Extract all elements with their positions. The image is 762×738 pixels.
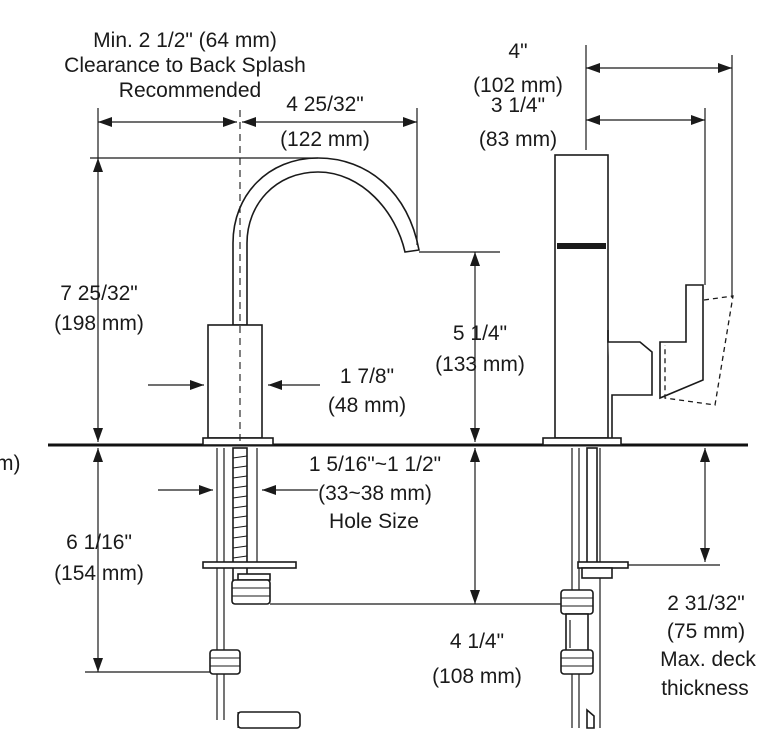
washer <box>237 573 271 581</box>
front-view-faucet <box>90 110 500 446</box>
side-supply-nut <box>560 649 594 675</box>
base-diameter-imperial: 1 7/8" <box>340 365 394 388</box>
handle-mount <box>607 330 653 438</box>
below-deck-imperial: 6 1/16" <box>66 531 132 554</box>
handle-lever <box>659 284 704 400</box>
spout-reach-imperial: 4 25/32" <box>286 93 364 116</box>
deck-thickness-metric: (75 mm) <box>667 620 745 643</box>
shank-length-metric: (108 mm) <box>432 665 522 688</box>
shank-length-imperial: 4 1/4" <box>450 630 504 653</box>
handle-depth-imperial: 3 1/4" <box>491 94 545 117</box>
mounting-nut <box>231 579 271 605</box>
clearance-label-line3: Recommended <box>119 79 261 102</box>
spout-height-metric: (133 mm) <box>435 353 525 376</box>
faucet-body <box>207 324 263 439</box>
handle-swing-imperial: 4" <box>508 40 527 63</box>
spout <box>232 157 420 326</box>
side-base-flange <box>542 437 622 446</box>
side-view-shank <box>560 447 629 729</box>
deck-thickness-line3: Max. deck <box>660 648 756 671</box>
mounting-plate <box>202 561 297 569</box>
side-washer <box>581 567 613 579</box>
rod-threads <box>232 455 248 569</box>
hole-size-metric: (33~38 mm) <box>318 482 432 505</box>
supply-nut <box>209 649 241 675</box>
overall-height-metric: (198 mm) <box>54 312 144 335</box>
side-nut <box>560 589 594 615</box>
base-diameter-metric: (48 mm) <box>328 394 406 417</box>
cut-off-label: m) <box>0 452 21 475</box>
deck-thickness-imperial: 2 31/32" <box>667 592 745 615</box>
clearance-label-line1: Min. 2 1/2" (64 mm) <box>93 29 277 52</box>
handle-depth-metric: (83 mm) <box>479 128 557 151</box>
side-body <box>554 154 609 439</box>
supply-line-elbow <box>237 711 301 729</box>
base-flange <box>202 437 274 446</box>
spout-reach-metric: (122 mm) <box>280 128 370 151</box>
spout-height-imperial: 5 1/4" <box>453 322 507 345</box>
dimension-lines <box>93 55 733 672</box>
handle-swing-metric: (102 mm) <box>473 74 563 97</box>
side-mounting-plate <box>577 561 629 569</box>
below-deck-metric: (154 mm) <box>54 562 144 585</box>
hole-size-imperial: 1 5/16"~1 1/2" <box>309 453 441 476</box>
handle-open-position <box>664 295 734 406</box>
deck-thickness-line4: thickness <box>661 677 749 700</box>
side-view-faucet <box>542 45 734 446</box>
clearance-label-line2: Clearance to Back Splash <box>64 54 306 77</box>
hole-size-label: Hole Size <box>329 510 419 533</box>
aerator-band <box>557 243 606 249</box>
overall-height-imperial: 7 25/32" <box>60 282 138 305</box>
front-view-shank <box>85 447 570 729</box>
